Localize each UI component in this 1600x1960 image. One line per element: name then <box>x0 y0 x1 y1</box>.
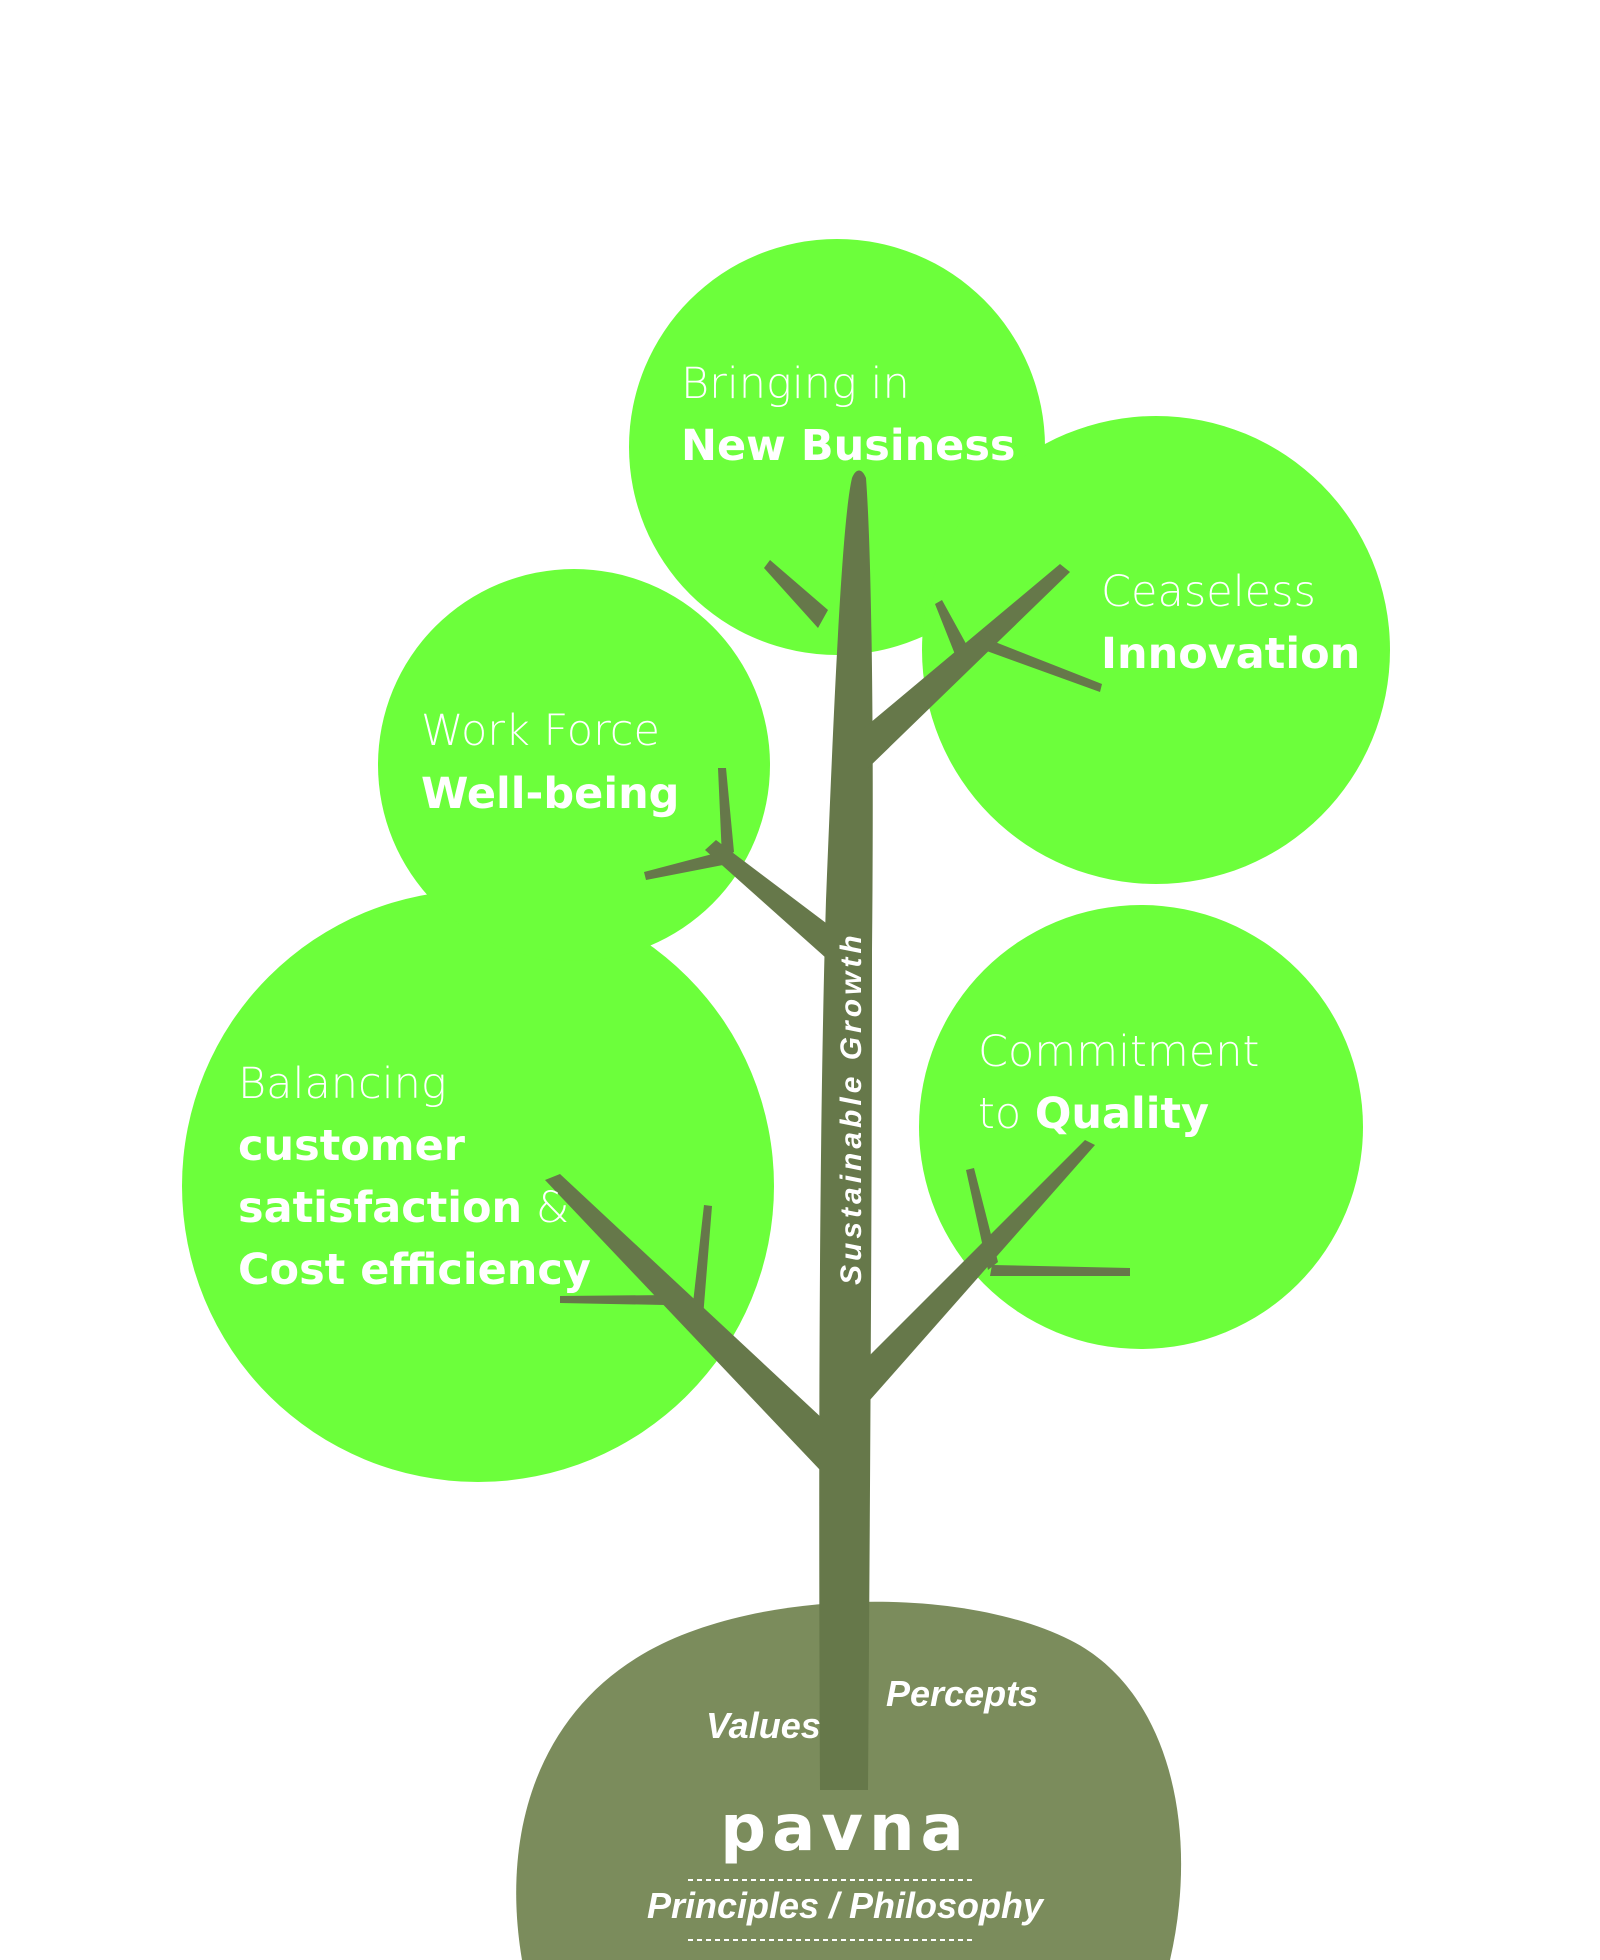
leaf-circle-balancing <box>182 890 774 1482</box>
leaf-quality-line1: Commitment <box>978 1027 1259 1077</box>
leaf-balancing-line3-bold: satisfaction <box>238 1183 522 1233</box>
leaf-circle-quality <box>919 905 1363 1349</box>
root-label-values: Values <box>706 1705 821 1746</box>
leaf-circle-innovation <box>922 416 1390 884</box>
leaf-new-business-line1: Bringing in <box>681 359 910 409</box>
tree-trunk <box>545 470 1130 1790</box>
root-label-principles: Principles / Philosophy <box>647 1885 1045 1926</box>
leaf-circle-workforce <box>378 569 770 961</box>
pavna-logo: pavna <box>720 1792 969 1866</box>
root-label-percepts: Percepts <box>886 1673 1038 1714</box>
leaf-workforce: Work Force Well-being <box>421 706 679 819</box>
leaf-new-business-line2: New Business <box>681 421 1016 471</box>
leaf-balancing-line2: customer <box>238 1121 466 1171</box>
leaf-innovation: Ceaseless Innovation <box>1101 567 1360 679</box>
leaf-balancing-line1: Balancing <box>238 1059 447 1109</box>
leaf-circle-new-business <box>629 239 1045 655</box>
leaf-quality: Commitment to Quality <box>978 1027 1259 1139</box>
leaf-quality-line2-bold: Quality <box>1035 1089 1209 1139</box>
leaf-innovation-line2: Innovation <box>1101 629 1360 679</box>
leaf-balancing-line4: Cost efficiency <box>238 1245 591 1295</box>
leaf-quality-line2-plain: to <box>978 1089 1035 1139</box>
leaf-balancing-line3-plain: & <box>522 1183 569 1233</box>
pavna-logo-text: pavna <box>720 1792 969 1866</box>
leaf-workforce-line1: Work Force <box>421 706 660 756</box>
leaf-workforce-line2: Well-being <box>421 769 679 819</box>
leaf-balancing-line3: satisfaction & <box>238 1183 569 1233</box>
leaf-quality-line2: to Quality <box>978 1089 1209 1139</box>
leaf-new-business: Bringing in New Business <box>681 359 1016 471</box>
leaf-balancing: Balancing customer satisfaction & Cost e… <box>238 1059 591 1295</box>
leaf-innovation-line1: Ceaseless <box>1101 567 1316 617</box>
trunk-label: Sustainable Growth <box>835 931 868 1285</box>
